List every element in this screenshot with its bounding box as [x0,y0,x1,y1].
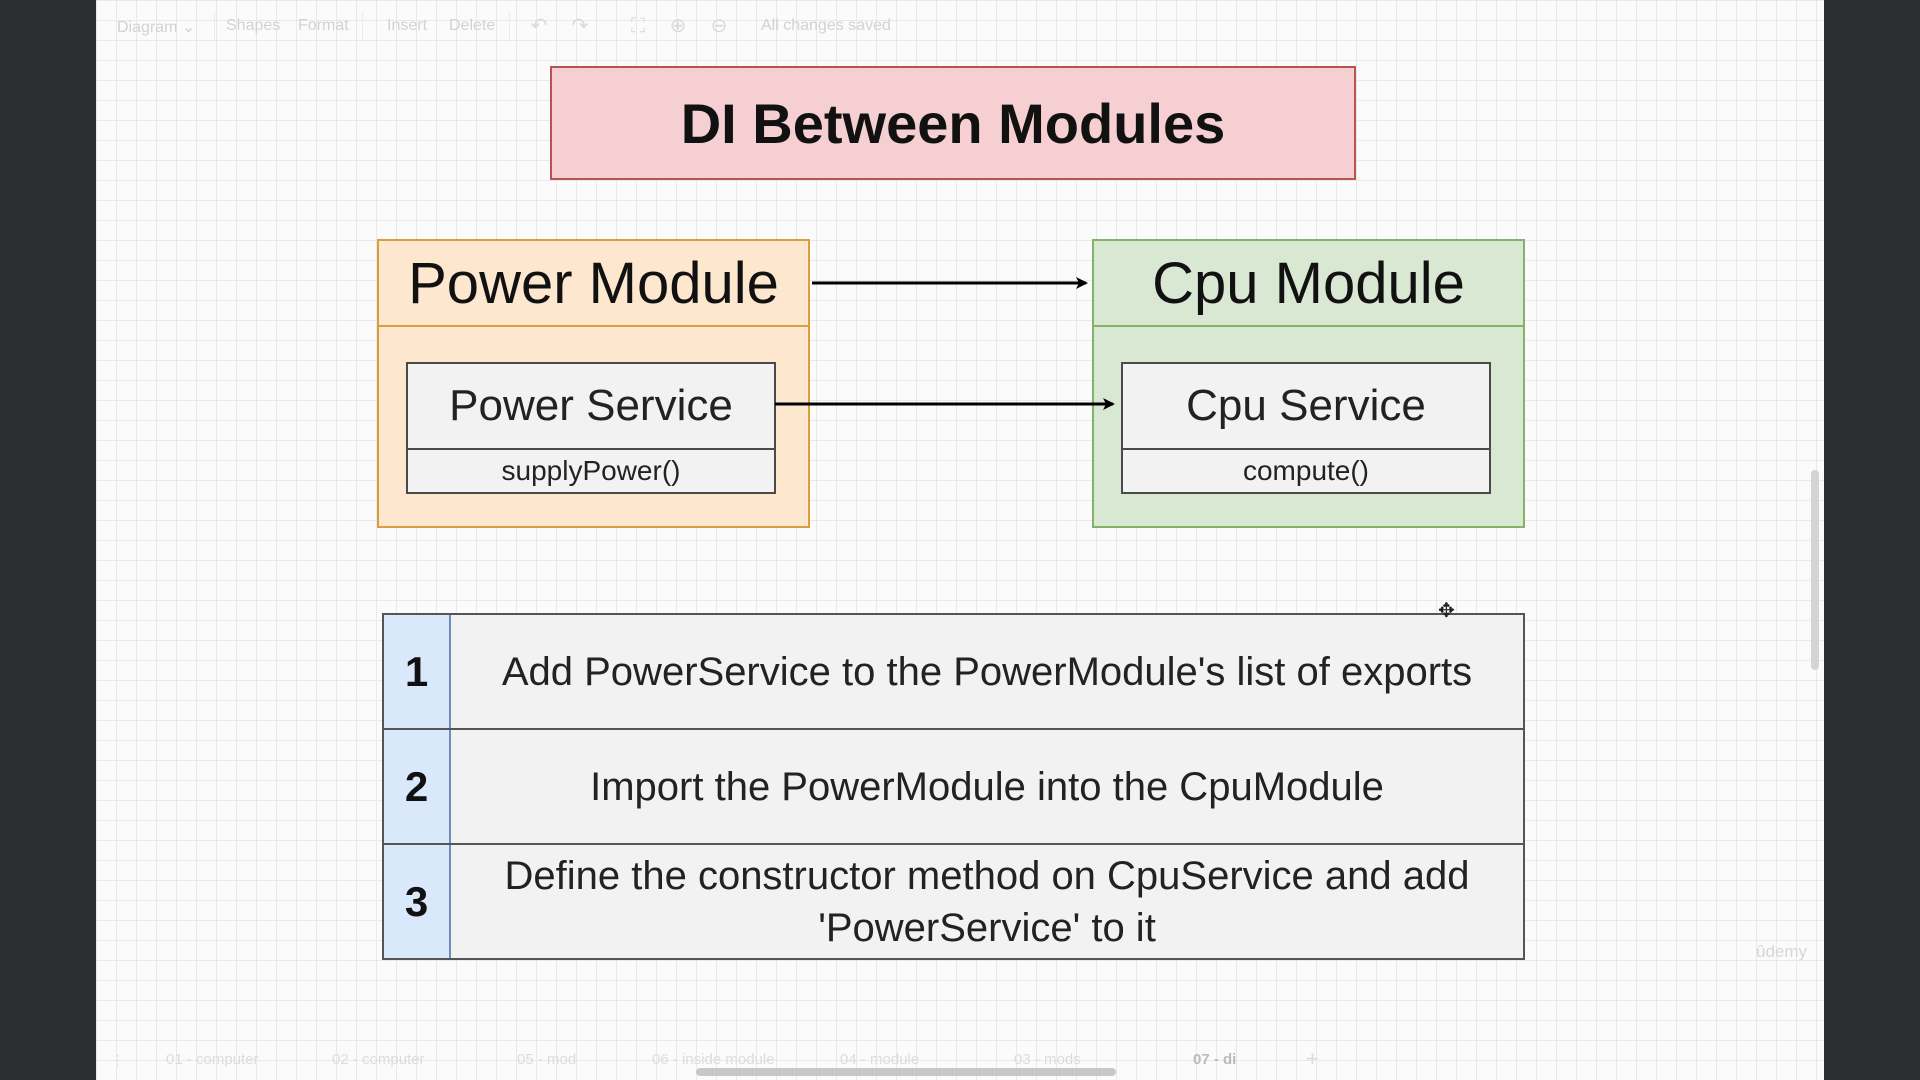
delete-button[interactable]: Delete [449,17,496,34]
insert-button[interactable]: Insert [387,17,428,34]
shapes-button[interactable]: Shapes [226,17,281,34]
steps-table: 1 Add PowerService to the PowerModule's … [382,613,1525,960]
table-row[interactable]: 3 Define the constructor method on CpuSe… [384,843,1523,958]
chevron-down-icon: ⌄ [181,19,196,36]
fit-page-icon[interactable]: ⛶ [631,15,645,37]
connector-layer [775,277,1115,410]
step-text: Define the constructor method on CpuServ… [451,845,1523,958]
vertical-scrollbar[interactable] [1811,470,1819,670]
cpu-module-header: Cpu Module [1094,241,1523,327]
power-service-class[interactable]: Power Service supplyPower() [406,362,776,494]
redo-icon[interactable]: ↷ [571,15,589,37]
cpu-service-class[interactable]: Cpu Service compute() [1121,362,1491,494]
power-service-method: supplyPower() [501,455,681,486]
table-row[interactable]: 2 Import the PowerModule into the CpuMod… [384,728,1523,843]
page-tab[interactable]: 03 - mods [1014,1051,1081,1068]
save-status: All changes saved [761,17,891,34]
power-service-name: Power Service [408,364,774,450]
toolbar-divider [362,12,363,42]
page-tab[interactable]: 01 - computer [166,1051,259,1068]
left-frame [0,0,96,1080]
toolbar: Diagram ⌄ Shapes Format Insert Delete ↶ … [96,0,1824,54]
table-row[interactable]: 1 Add PowerService to the PowerModule's … [384,615,1523,728]
right-frame [1824,0,1920,1080]
page-tab[interactable]: 02 - computer [332,1051,425,1068]
page-tabs: ⋮ 01 - computer 02 - computer 05 - mod 0… [96,1044,1824,1080]
zoom-in-icon[interactable]: ⊕ [669,15,687,37]
cpu-service-name: Cpu Service [1123,364,1489,450]
add-page-icon[interactable]: + [1306,1046,1319,1071]
diagram-canvas[interactable]: Diagram ⌄ Shapes Format Insert Delete ↶ … [96,0,1824,1080]
page-tab-active[interactable]: 07 - di [1193,1051,1237,1068]
page-tab[interactable]: 06 - inside module [652,1051,775,1068]
power-module[interactable]: Power Module Power Service supplyPower() [377,239,810,528]
step-text: Add PowerService to the PowerModule's li… [451,615,1523,728]
cpu-service-method: compute() [1242,455,1370,486]
toolbar-divider [214,12,215,42]
undo-icon[interactable]: ↶ [530,15,548,37]
step-number: 2 [384,730,451,843]
watermark-logo: ûdemy [1756,942,1808,961]
power-module-header: Power Module [379,241,808,327]
page-tab[interactable]: 04 - module [840,1051,920,1068]
step-text: Import the PowerModule into the CpuModul… [451,730,1523,843]
format-button[interactable]: Format [298,17,349,34]
page-menu-icon[interactable]: ⋮ [110,1052,125,1069]
step-number: 3 [384,845,451,958]
diagram-menu[interactable]: Diagram ⌄ [117,17,195,37]
zoom-out-icon[interactable]: ⊖ [710,15,728,37]
horizontal-scrollbar[interactable] [696,1068,1116,1076]
page-tab[interactable]: 05 - mod [517,1051,577,1068]
toolbar-divider [509,12,510,42]
diagram-title[interactable]: DI Between Modules [550,66,1356,180]
step-number: 1 [384,615,451,728]
diagram-menu-label: Diagram [117,19,178,36]
move-cursor-icon: ✥ [1438,600,1455,622]
cpu-module[interactable]: Cpu Module Cpu Service compute() [1092,239,1525,528]
